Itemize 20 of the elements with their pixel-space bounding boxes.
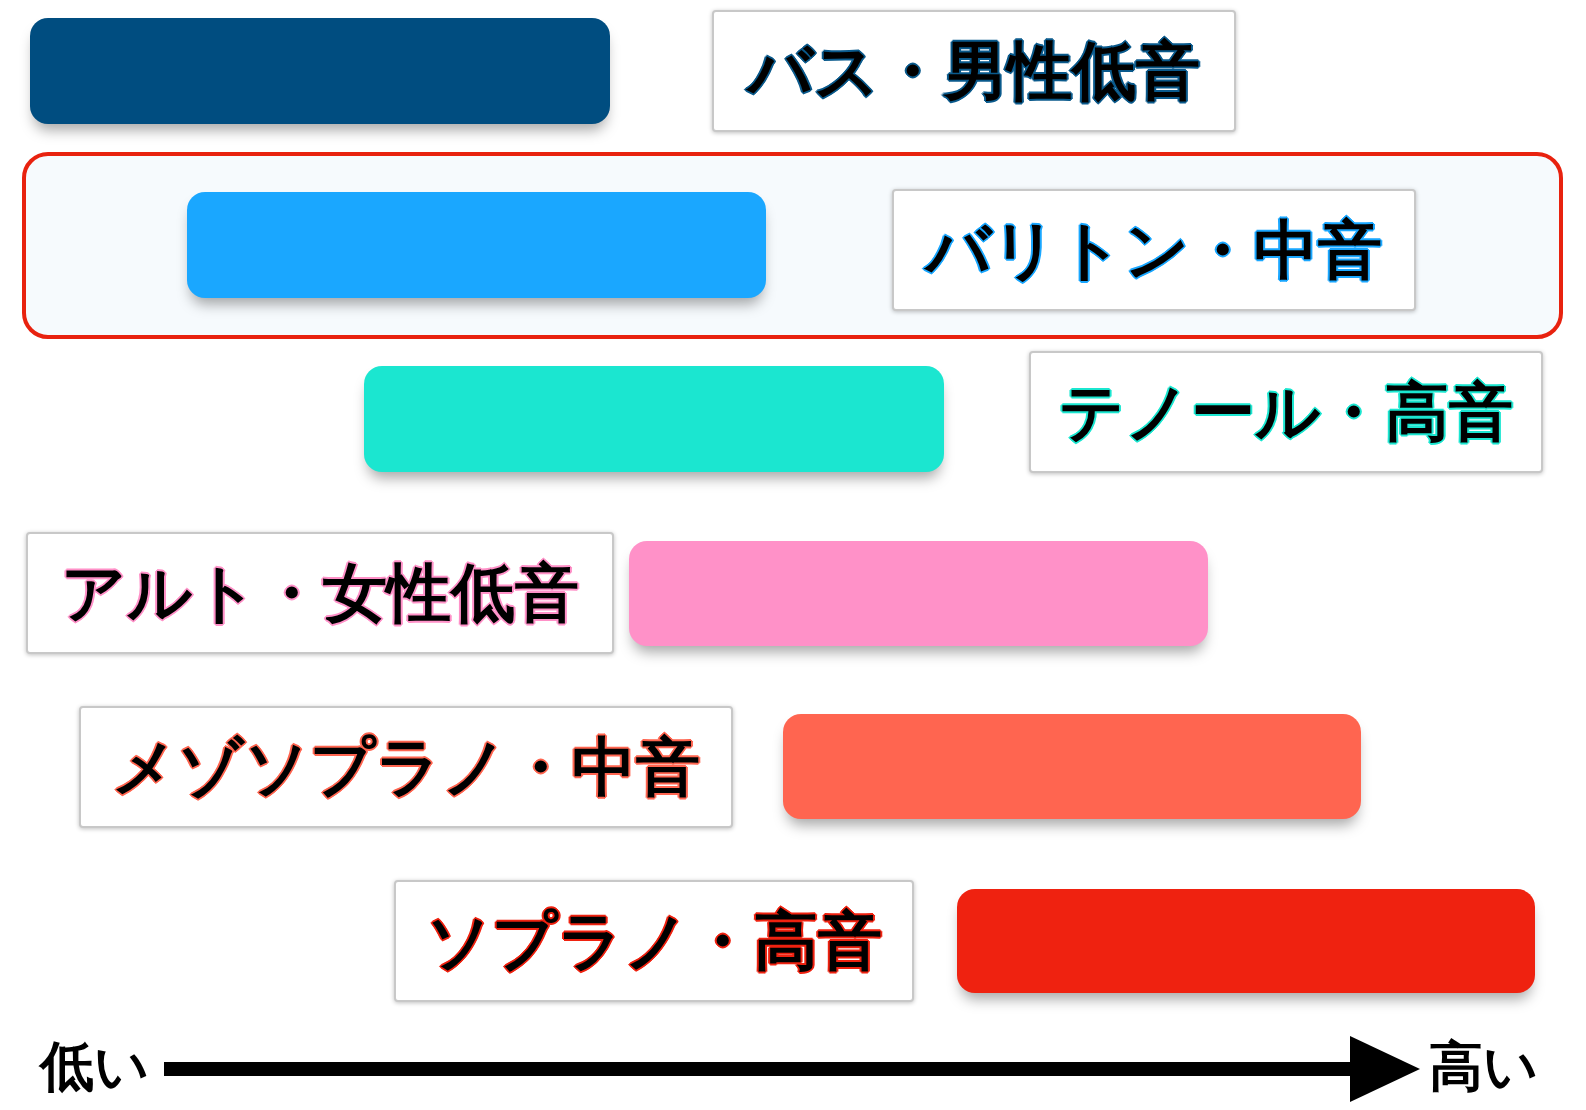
- voice-label: アルト・女性低音: [61, 557, 579, 629]
- voice-label: バス・男性低音: [748, 35, 1200, 107]
- range-bar: [30, 18, 610, 124]
- voice-label: ソプラノ・高音: [426, 905, 882, 977]
- label-panel: [1029, 351, 1543, 473]
- label-panel: [712, 10, 1236, 132]
- voice-label: メゾソプラノ・中音: [112, 731, 700, 803]
- label-panel: [394, 880, 914, 1002]
- range-bar: [364, 366, 944, 472]
- label-panel: [892, 189, 1416, 311]
- label-panel: [79, 706, 733, 828]
- range-bar: [957, 889, 1535, 993]
- highlight-frame: [22, 152, 1563, 339]
- range-bar: [629, 541, 1208, 646]
- voice-label: テノール・高音: [1059, 376, 1513, 448]
- label-panel: [26, 532, 614, 654]
- range-bar: [187, 192, 766, 298]
- voice-label: バリトン・中音: [926, 214, 1382, 286]
- axis-label: 低い: [40, 1040, 149, 1094]
- range-bar: [783, 714, 1361, 819]
